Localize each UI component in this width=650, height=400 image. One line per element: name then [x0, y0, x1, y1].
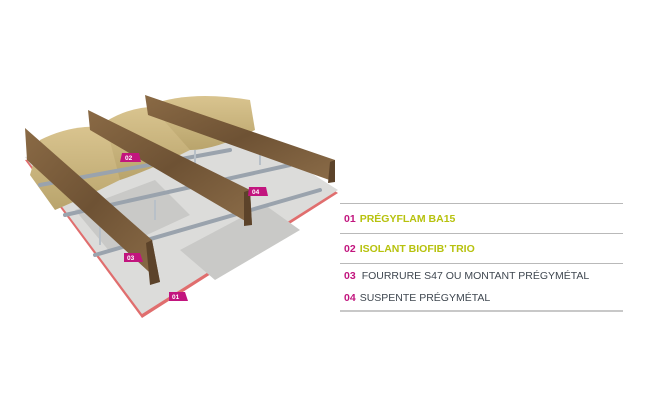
legend-label: FOURRURE S47 OU MONTANT PRÉGYMÉTAL	[361, 269, 590, 282]
legend-number: 03	[344, 269, 356, 282]
legend-item-02: 02 ISOLANT BIOFIB' TRIO	[340, 234, 623, 263]
legend-number: 01	[344, 212, 356, 225]
callout-01: 01	[169, 292, 188, 301]
svg-text:01: 01	[172, 294, 180, 301]
legend-number: 04	[344, 292, 356, 304]
callout-02: 02	[120, 153, 141, 162]
divider	[340, 263, 623, 264]
callout-04: 04	[248, 187, 268, 196]
legend-number: 02	[344, 242, 356, 255]
divider	[340, 310, 623, 312]
legend: 01 PRÉGYFLAM BA15 02 ISOLANT BIOFIB' TRI…	[340, 203, 623, 312]
wooden-joists	[25, 95, 335, 285]
divider	[340, 203, 623, 204]
legend-item-03: 03 FOURRURE S47 OU MONTANT PRÉGYMÉTAL	[340, 264, 623, 287]
svg-text:02: 02	[125, 155, 133, 162]
legend-label: ISOLANT BIOFIB' TRIO	[359, 242, 475, 255]
legend-label: SUSPENTE PRÉGYMÉTAL	[359, 292, 491, 304]
legend-item-01: 01 PRÉGYFLAM BA15	[340, 204, 623, 233]
svg-text:04: 04	[252, 189, 260, 196]
svg-text:03: 03	[127, 255, 135, 262]
divider	[340, 233, 623, 234]
legend-label: PRÉGYFLAM BA15	[359, 212, 456, 225]
legend-item-04: 04 SUSPENTE PRÉGYMÉTAL	[340, 287, 623, 309]
callout-03: 03	[124, 253, 143, 262]
